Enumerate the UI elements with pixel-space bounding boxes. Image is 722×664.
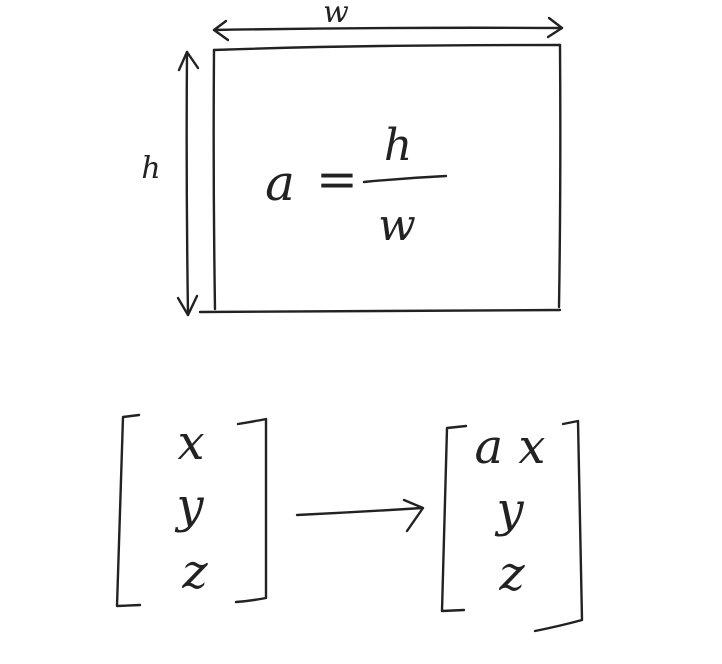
height-dimension-arrow — [176, 50, 200, 317]
input-left-bracket — [115, 413, 142, 608]
width-dimension-arrow — [212, 16, 564, 42]
input-vector: x y z — [115, 413, 268, 608]
equation-operator: = — [316, 150, 358, 208]
aspect-ratio-equation: a = h w — [265, 120, 448, 251]
transform-arrow — [295, 498, 425, 533]
output-entry-z: z — [498, 546, 525, 602]
height-label: h — [141, 151, 160, 186]
output-entry-y: y — [494, 482, 524, 538]
width-label: w — [323, 0, 349, 30]
input-right-bracket — [234, 417, 268, 604]
input-entry-z: z — [181, 544, 208, 600]
input-entry-x: x — [177, 415, 204, 471]
equation-denominator: w — [378, 200, 416, 251]
input-entry-y: y — [174, 478, 204, 534]
output-right-bracket — [533, 419, 584, 633]
image-rectangle — [198, 43, 562, 314]
fraction-bar — [362, 174, 448, 184]
equation-numerator: h — [384, 120, 412, 171]
equation-lhs: a — [265, 154, 295, 212]
output-left-bracket — [440, 424, 468, 613]
output-vector: a x y z — [440, 419, 584, 633]
output-entry-ax: a x — [475, 419, 546, 475]
